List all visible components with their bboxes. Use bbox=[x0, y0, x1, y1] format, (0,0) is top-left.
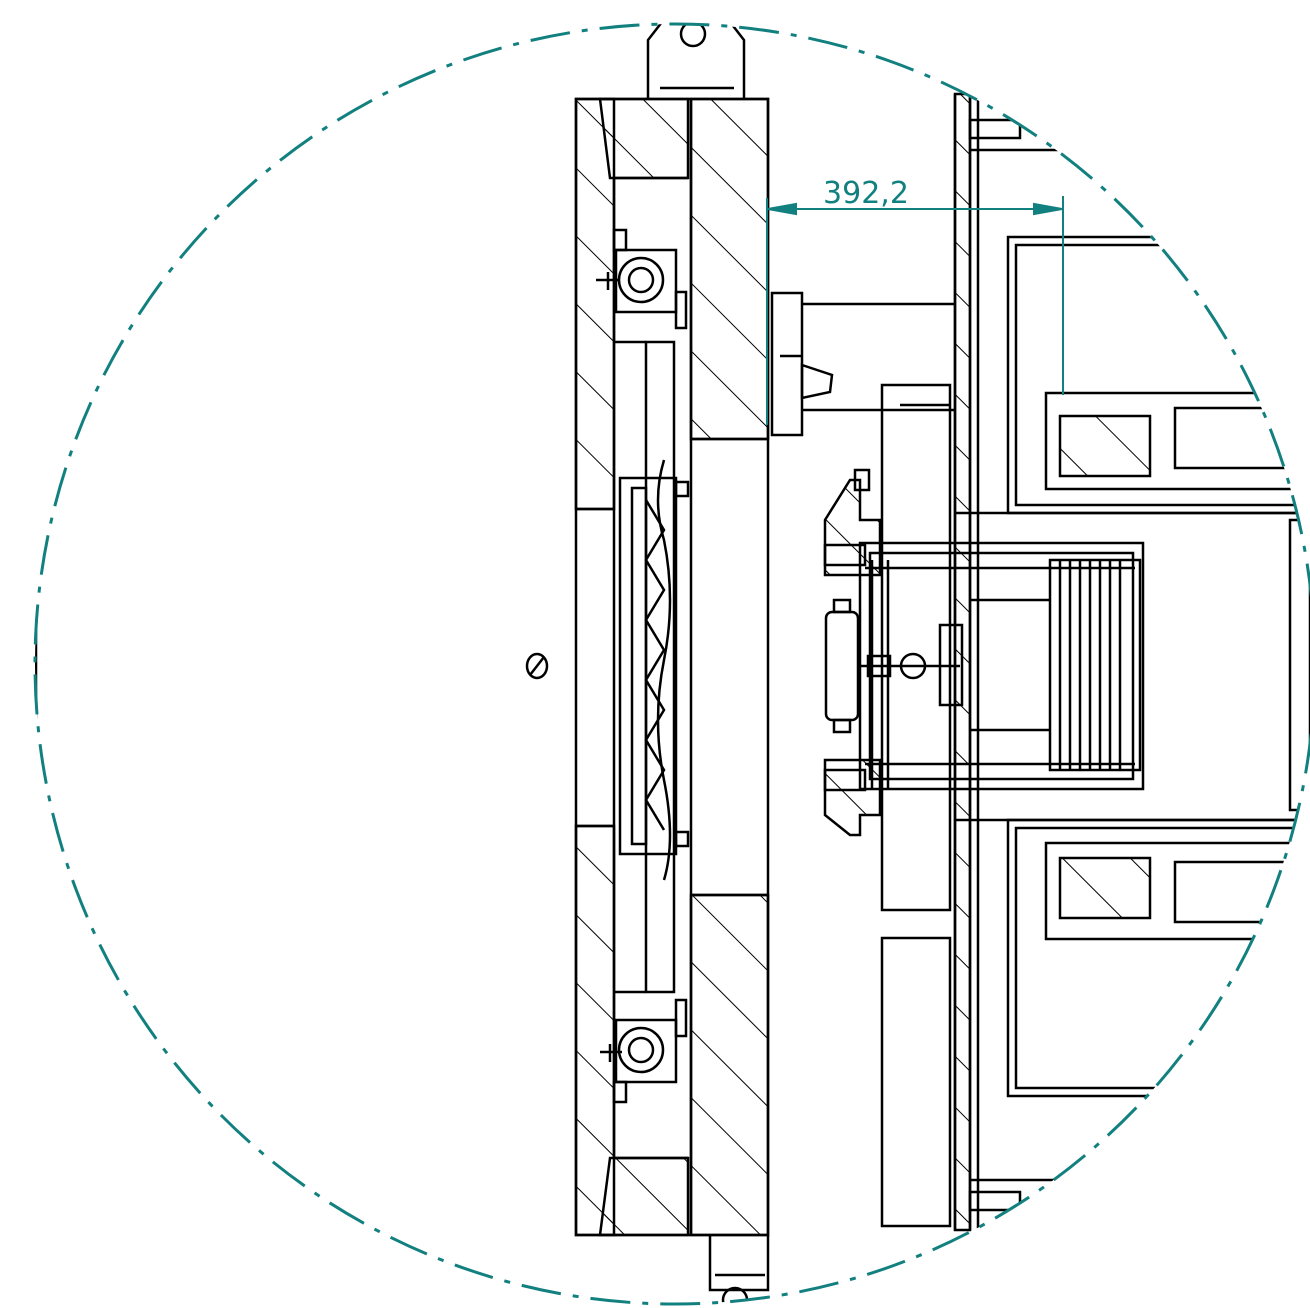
detail-view-boundary-circle bbox=[33, 22, 1310, 1306]
frame-wall bbox=[953, 92, 1310, 1232]
right-housing bbox=[1006, 235, 1310, 1098]
clamp-assembly-bottom bbox=[823, 758, 882, 837]
dimension-label: 392,2 bbox=[823, 176, 909, 211]
hatched-door-panel bbox=[574, 97, 770, 1237]
dimension-annotation: 392,2 bbox=[766, 176, 1064, 425]
hinge-lug-top bbox=[646, 24, 746, 99]
roller-bearing-bottom bbox=[600, 998, 688, 1104]
arrowhead-left bbox=[767, 202, 797, 216]
cylinder-actuator bbox=[824, 598, 960, 734]
clamp-assembly-top bbox=[823, 468, 882, 577]
roller-bearing-top bbox=[596, 228, 688, 330]
support-column bbox=[870, 383, 952, 1228]
door-seal-mechanism bbox=[614, 340, 690, 994]
drive-shaft-assembly bbox=[858, 511, 1310, 822]
arrowhead-right bbox=[1033, 202, 1063, 216]
mounting-bracket bbox=[770, 291, 955, 437]
center-mark-icon bbox=[525, 652, 549, 680]
